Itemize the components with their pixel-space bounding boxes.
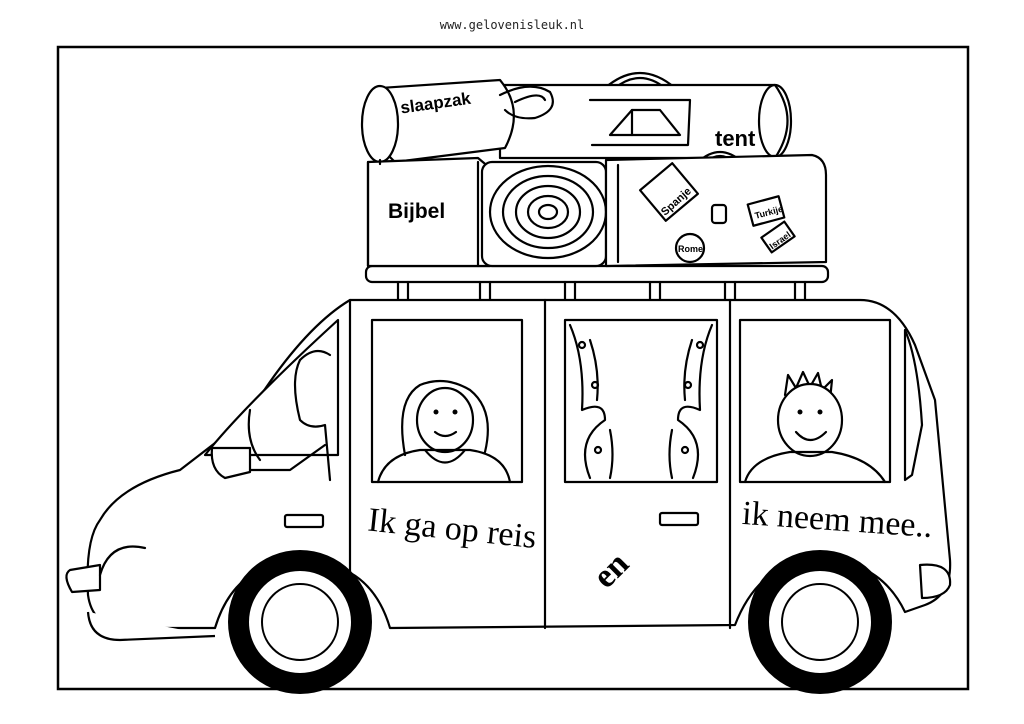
boy [743, 370, 887, 484]
rear-wheel [748, 550, 892, 694]
rolled-mat [480, 160, 608, 268]
suitcase [604, 150, 828, 268]
driver [210, 349, 332, 482]
sleeping-bag [360, 78, 554, 164]
site-url: www.gelovenisleuk.nl [439, 18, 585, 32]
bible-label: Bijbel [388, 200, 445, 223]
curtains [568, 323, 714, 480]
tent-label: tent [715, 126, 756, 151]
tent-roll [498, 71, 793, 160]
roof-rack [364, 264, 830, 304]
tag-rome: Rome [678, 244, 703, 254]
page-border [56, 45, 970, 691]
van-body [65, 298, 952, 642]
woman [376, 379, 512, 484]
front-wheel [228, 550, 372, 694]
